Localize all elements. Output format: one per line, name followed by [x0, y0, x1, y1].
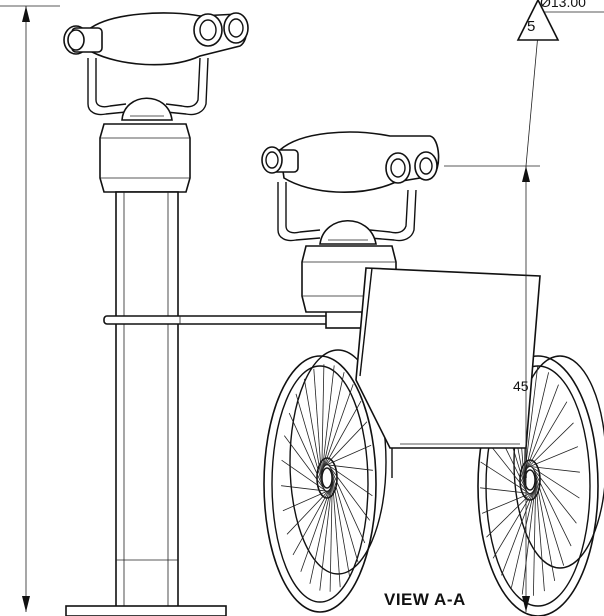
wheel-spoke [286, 488, 331, 535]
wheel-spoke [533, 468, 565, 566]
tall-pedestal-viewer [63, 12, 249, 616]
wheel-spoke [292, 486, 332, 556]
wheel-spoke [501, 485, 536, 576]
wheel-spoke [523, 372, 549, 477]
wheel-spoke [283, 435, 327, 492]
wheel-spoke [325, 464, 373, 471]
wheel-spoke [480, 461, 531, 495]
wheel-spoke [330, 467, 359, 563]
wheel-spoke [281, 459, 328, 493]
wheel-spoke [321, 372, 345, 476]
wheel-spoke [319, 477, 333, 591]
wheel-spoke [533, 476, 537, 596]
wheel-spoke [524, 384, 559, 475]
wheel-spoke [295, 393, 324, 489]
callout-number: 5 [527, 18, 536, 35]
wheel-spoke [327, 464, 371, 521]
wheel-spoke [322, 400, 362, 470]
wheel-spoke [329, 474, 333, 592]
wheel-spoke [330, 469, 351, 578]
left-wheel [263, 349, 387, 613]
diameter-dimension: Ø13.00 [540, 0, 586, 10]
wheel-spoke [300, 483, 333, 572]
wheel-spoke [321, 365, 335, 479]
wheel-spoke [326, 463, 373, 497]
dimension-45-label: 45 [513, 378, 529, 394]
wheel-spoke [511, 483, 537, 588]
wheel-spoke [534, 471, 556, 581]
wheel-spoke [527, 446, 579, 468]
wheel-spoke [528, 466, 580, 473]
wheel-spoke [481, 492, 533, 514]
wheel-spoke [303, 378, 324, 487]
wheel-spoke [321, 364, 325, 482]
revision-triangle [516, 0, 560, 41]
wheel-spoke [329, 465, 366, 544]
wheel-spoke [526, 422, 574, 470]
wheel-spoke [480, 487, 532, 494]
wheel-spoke [321, 384, 354, 473]
right-dimension-lines [444, 165, 540, 612]
wheel-spoke [323, 421, 368, 468]
wheel-spoke [532, 467, 572, 547]
wheel-spoke [492, 488, 536, 559]
wheel-spoke [530, 466, 577, 524]
height-dimension-line [0, 5, 60, 612]
wheel-spoke [324, 444, 372, 467]
wheel-spoke [331, 472, 341, 588]
view-label: VIEW A-A [384, 590, 466, 609]
wheel-spoke [524, 401, 568, 472]
wheel-spoke [281, 485, 329, 492]
wheel-spoke [288, 412, 325, 491]
wheel-spoke [535, 473, 545, 592]
wheel-spoke [529, 465, 580, 499]
cart-frame [355, 267, 541, 478]
wheel-spoke [309, 480, 333, 584]
wheel-spoke [521, 479, 537, 595]
wheel-spoke [282, 489, 330, 512]
wheel-spoke [313, 368, 323, 484]
